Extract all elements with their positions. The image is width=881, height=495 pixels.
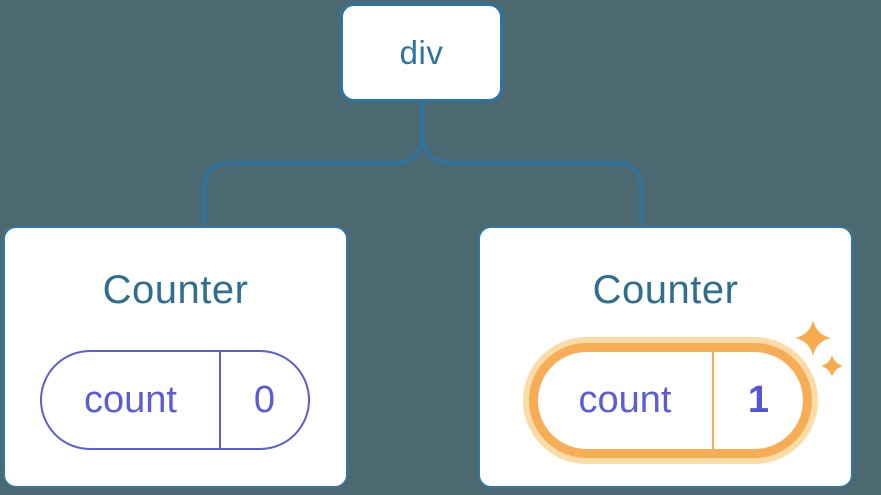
connector-right-branch (420, 102, 643, 225)
state-value-label: 1 (747, 379, 770, 421)
state-pill-count-0: count 0 (40, 350, 310, 450)
node-div: div (340, 3, 503, 102)
counter-title: Counter (102, 268, 249, 312)
pill-divider (219, 352, 221, 448)
counter-card-left: Counter count 0 (3, 226, 348, 488)
connector-left-branch (202, 102, 425, 225)
sparkles-icon (795, 320, 843, 377)
counter-card-right: Counter count 1 (478, 226, 853, 488)
node-div-label: div (399, 33, 444, 71)
state-pill-count-1-highlighted: count 1 (529, 343, 812, 458)
state-value-label: 0 (253, 378, 276, 421)
counter-title: Counter (592, 268, 739, 312)
sparkle-small (821, 355, 843, 377)
state-key-label: count (84, 378, 177, 421)
sparkle-large (795, 320, 831, 356)
state-key-label: count (578, 379, 672, 421)
pill-divider (712, 352, 714, 449)
